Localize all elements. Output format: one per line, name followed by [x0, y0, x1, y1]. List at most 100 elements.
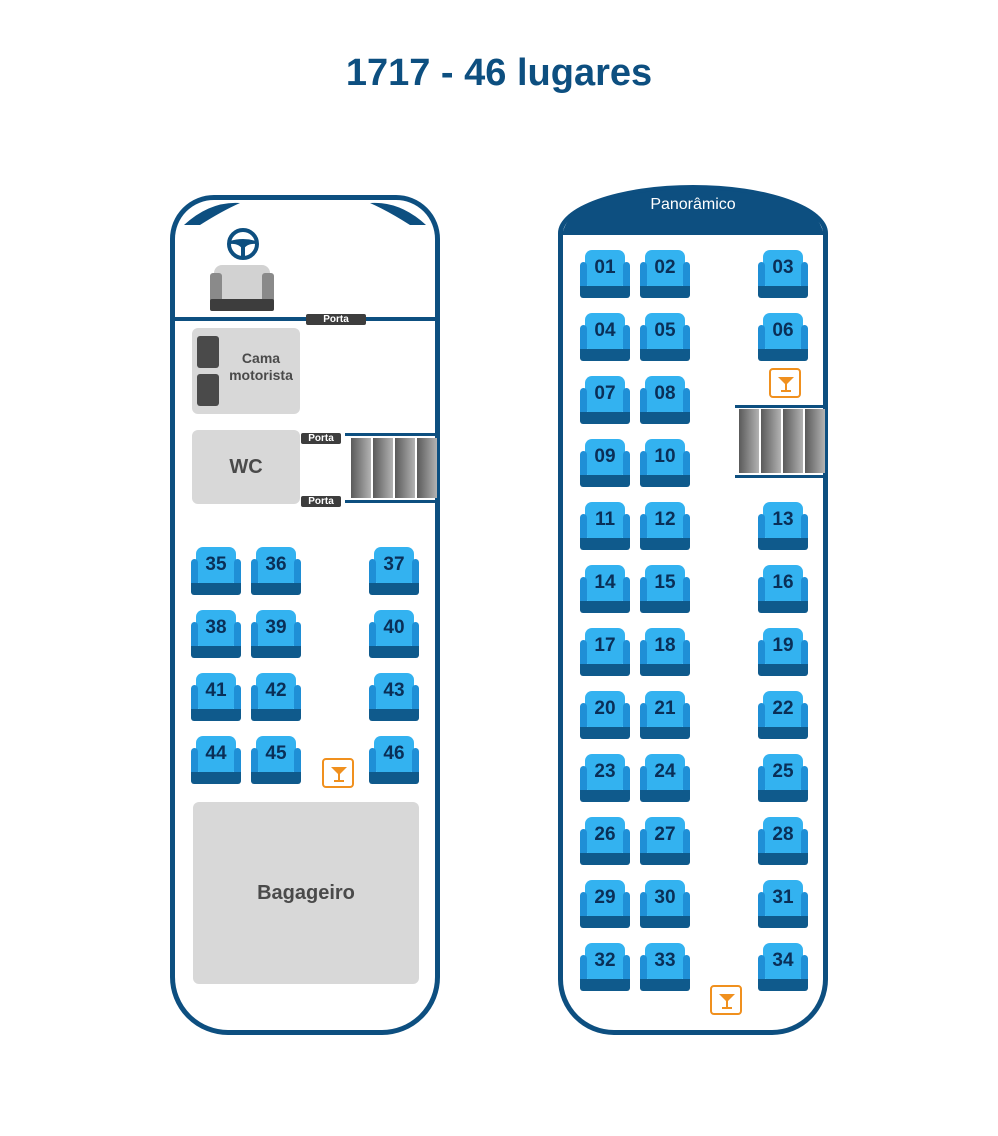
cocktail-glass-icon	[778, 377, 794, 392]
seat-31[interactable]: 31	[758, 880, 808, 928]
seat-05[interactable]: 05	[640, 313, 690, 361]
seat-number: 05	[654, 320, 676, 341]
seat-14[interactable]: 14	[580, 565, 630, 613]
seat-number: 40	[383, 617, 405, 638]
seat-number: 01	[594, 257, 616, 278]
seat-15[interactable]: 15	[640, 565, 690, 613]
seat-number: 38	[205, 617, 227, 638]
seat-number: 17	[594, 635, 616, 656]
seat-02[interactable]: 02	[640, 250, 690, 298]
cocktail-glass-icon	[719, 994, 735, 1009]
seat-number: 29	[594, 887, 616, 908]
seat-number: 18	[654, 635, 676, 656]
seat-number: 07	[594, 383, 616, 404]
seat-10[interactable]: 10	[640, 439, 690, 487]
seat-04[interactable]: 04	[580, 313, 630, 361]
wc-door-top[interactable]: Porta	[301, 433, 341, 444]
seat-number: 43	[383, 680, 405, 701]
seat-34[interactable]: 34	[758, 943, 808, 991]
driver-seat-icon	[210, 265, 274, 311]
seat-39[interactable]: 39	[251, 610, 301, 658]
seat-number: 06	[772, 320, 794, 341]
seat-36[interactable]: 36	[251, 547, 301, 595]
seat-number: 14	[594, 572, 616, 593]
seat-number: 37	[383, 554, 405, 575]
seat-12[interactable]: 12	[640, 502, 690, 550]
upper-stairs-top-rail	[735, 405, 827, 408]
seat-43[interactable]: 43	[369, 673, 419, 721]
seat-33[interactable]: 33	[640, 943, 690, 991]
seat-number: 35	[205, 554, 227, 575]
seat-30[interactable]: 30	[640, 880, 690, 928]
upper-bar-top	[769, 368, 801, 398]
wc[interactable]: WC	[192, 430, 300, 504]
seat-46[interactable]: 46	[369, 736, 419, 784]
seat-number: 19	[772, 635, 794, 656]
cab-door[interactable]: Porta	[306, 314, 366, 325]
seat-25[interactable]: 25	[758, 754, 808, 802]
seat-number: 09	[594, 446, 616, 467]
seat-23[interactable]: 23	[580, 754, 630, 802]
seat-24[interactable]: 24	[640, 754, 690, 802]
bed-pillow-top	[197, 336, 219, 368]
seat-20[interactable]: 20	[580, 691, 630, 739]
luggage-compartment: Bagageiro	[193, 802, 419, 984]
seat-08[interactable]: 08	[640, 376, 690, 424]
seat-28[interactable]: 28	[758, 817, 808, 865]
seat-37[interactable]: 37	[369, 547, 419, 595]
seat-44[interactable]: 44	[191, 736, 241, 784]
panoramic-label: Panorâmico	[650, 196, 736, 213]
seat-27[interactable]: 27	[640, 817, 690, 865]
seat-number: 46	[383, 743, 405, 764]
seat-45[interactable]: 45	[251, 736, 301, 784]
seat-40[interactable]: 40	[369, 610, 419, 658]
stairs-top-rail	[345, 433, 439, 436]
seat-number: 13	[772, 509, 794, 530]
seat-number: 26	[594, 824, 616, 845]
seat-06[interactable]: 06	[758, 313, 808, 361]
seat-number: 34	[772, 950, 794, 971]
seat-number: 15	[654, 572, 676, 593]
seat-13[interactable]: 13	[758, 502, 808, 550]
seat-21[interactable]: 21	[640, 691, 690, 739]
upper-stairs	[739, 409, 825, 473]
seat-17[interactable]: 17	[580, 628, 630, 676]
luggage-label: Bagageiro	[257, 881, 355, 904]
upper-stairs-bottom-rail	[735, 475, 827, 478]
seat-41[interactable]: 41	[191, 673, 241, 721]
seat-number: 20	[594, 698, 616, 719]
driver-bed: Cama motorista	[192, 328, 300, 414]
seat-07[interactable]: 07	[580, 376, 630, 424]
seat-number: 02	[654, 257, 676, 278]
lower-stairs	[351, 438, 437, 498]
wc-door-bottom[interactable]: Porta	[301, 496, 341, 507]
seat-42[interactable]: 42	[251, 673, 301, 721]
seat-number: 33	[654, 950, 676, 971]
seat-number: 31	[772, 887, 794, 908]
seat-number: 32	[594, 950, 616, 971]
seat-number: 25	[772, 761, 794, 782]
seat-number: 21	[654, 698, 676, 719]
upper-bar-bottom	[710, 985, 742, 1015]
seat-32[interactable]: 32	[580, 943, 630, 991]
seat-26[interactable]: 26	[580, 817, 630, 865]
seat-number: 11	[594, 509, 616, 530]
seat-22[interactable]: 22	[758, 691, 808, 739]
seat-09[interactable]: 09	[580, 439, 630, 487]
seat-number: 24	[654, 761, 676, 782]
seat-29[interactable]: 29	[580, 880, 630, 928]
seat-38[interactable]: 38	[191, 610, 241, 658]
seat-number: 44	[205, 743, 227, 764]
seat-16[interactable]: 16	[758, 565, 808, 613]
seat-01[interactable]: 01	[580, 250, 630, 298]
cocktail-glass-icon	[331, 767, 347, 782]
seat-03[interactable]: 03	[758, 250, 808, 298]
seat-11[interactable]: 11	[580, 502, 630, 550]
wc-label: WC	[229, 455, 263, 478]
seat-18[interactable]: 18	[640, 628, 690, 676]
seat-number: 42	[265, 680, 287, 701]
seat-number: 41	[205, 680, 227, 701]
seat-19[interactable]: 19	[758, 628, 808, 676]
seat-35[interactable]: 35	[191, 547, 241, 595]
seat-number: 22	[772, 698, 794, 719]
